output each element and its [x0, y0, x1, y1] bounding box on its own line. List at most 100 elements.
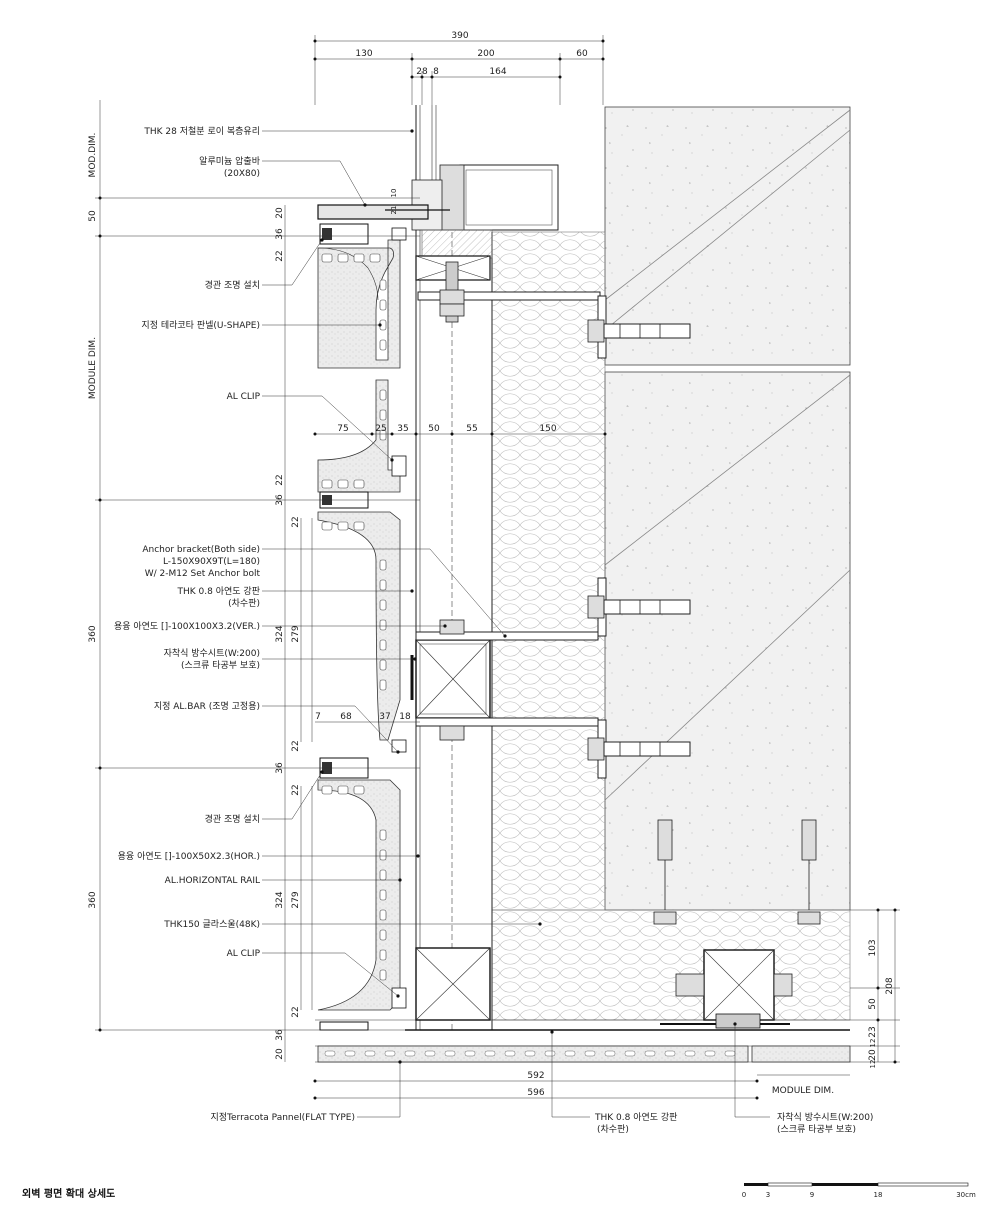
dimension-ticks	[98, 39, 897, 1100]
dim-i-279a: 279	[291, 625, 301, 642]
glazing-mullion	[317, 164, 601, 323]
scale-tick-30: 30cm	[956, 1191, 976, 1199]
dim-60: 60	[576, 49, 588, 59]
leader-dots	[320, 129, 737, 1064]
dim-r-20: 20	[868, 1049, 878, 1061]
concrete-structure	[604, 106, 851, 911]
dim-37: 37	[379, 712, 390, 722]
dim-8: 8	[433, 67, 439, 77]
label-light-2: 경관 조명 설치	[205, 813, 260, 825]
dim-130: 130	[355, 49, 372, 59]
label-ver-tube: 용융 아연도 []-100X100X3.2(VER.)	[114, 621, 260, 632]
steel-tubes	[410, 289, 821, 1029]
dim-i-324a: 324	[275, 625, 285, 642]
dim-596: 596	[527, 1088, 544, 1098]
scale-tick-3: 3	[766, 1191, 770, 1199]
dim-i-22e: 22	[291, 784, 301, 795]
top-dimensions: 390 130 200 60 28 8 164	[355, 31, 588, 77]
label-sheet-sub: (스크류 타공부 보호)	[181, 660, 260, 671]
dim-i-36d: 36	[275, 1029, 285, 1041]
dim-35: 35	[397, 424, 408, 434]
label-sheet: 자착식 방수시트(W:200)	[164, 648, 260, 659]
dim-150: 150	[539, 424, 556, 434]
dim-7: 7	[315, 712, 321, 722]
scale-tick-0: 0	[742, 1191, 746, 1199]
dim-i-20a: 20	[275, 207, 285, 219]
label-plate-sub: (차수판)	[228, 597, 260, 609]
scale-tick-18: 18	[874, 1191, 883, 1199]
dim-r-23: 23	[868, 1026, 878, 1037]
dim-left-50: 50	[88, 210, 98, 222]
label-plate: THK 0.8 아연도 강판	[177, 586, 260, 597]
dim-r-50: 50	[868, 998, 878, 1010]
label-al-clip-2: AL CLIP	[227, 949, 261, 959]
leader-lines	[262, 130, 770, 1118]
label-glass: THK 28 저철분 로이 복층유리	[143, 126, 260, 137]
dim-i-20b: 20	[275, 1048, 285, 1060]
dimension-lines	[95, 35, 900, 1099]
bottom-dimensions: 592 596 MODULE DIM.	[527, 1071, 834, 1098]
dim-r-103: 103	[868, 939, 878, 956]
dim-r-12b: 12	[869, 1060, 877, 1069]
scale-tick-9: 9	[810, 1191, 814, 1199]
glass-wool-insulation	[491, 231, 851, 1021]
label-rail: AL.HORIZONTAL RAIL	[165, 876, 260, 886]
bottom-module-dim: MODULE DIM.	[772, 1086, 834, 1096]
label-glass-wool: THK150 글라스울(48K)	[163, 919, 260, 930]
small-dimensions: 10 21	[390, 189, 398, 215]
dim-i-324b: 324	[275, 891, 285, 908]
dim-28: 28	[416, 67, 428, 77]
right-dimensions: 103 50 208 23 12 20 12	[868, 939, 895, 1068]
dim-55: 55	[466, 424, 477, 434]
drawing-title: 외벽 평면 확대 상세도	[22, 1187, 115, 1200]
dim-200: 200	[477, 49, 494, 59]
dim-i-22b: 22	[275, 474, 285, 485]
dim-i-36b: 36	[275, 494, 285, 506]
mid-dimensions: 75 25 35 50 55 150 7 68 37 18	[315, 424, 557, 722]
label-anchor-2: L-150X90X9T(L=180)	[163, 557, 260, 567]
label-bottom-plate-sub: (차수판)	[597, 1123, 629, 1135]
label-u-panel: 지정 테라코타 판넬(U-SHAPE)	[141, 319, 260, 331]
dim-25: 25	[375, 424, 386, 434]
dim-21: 21	[390, 206, 398, 215]
terracotta-u-panels	[317, 223, 851, 1063]
label-al-bar-light: 지정 AL.BAR (조명 고정용)	[154, 701, 260, 712]
dim-i-22f: 22	[291, 1006, 301, 1017]
mod-dim-label: MOD.DIM.	[88, 133, 98, 178]
dim-18: 18	[399, 712, 411, 722]
label-anchor-3: W/ 2-M12 Set Anchor bolt	[145, 569, 261, 579]
dim-592: 592	[527, 1071, 544, 1081]
dim-i-22d: 22	[291, 740, 301, 751]
dim-r-12a: 12	[869, 1039, 877, 1048]
left-labels: THK 28 저철분 로이 복층유리 알루미늄 압출바 (20X80) 경관 조…	[114, 126, 261, 959]
label-light-1: 경관 조명 설치	[205, 279, 260, 291]
dim-i-279b: 279	[291, 891, 301, 908]
label-al-bar-size: (20X80)	[224, 169, 260, 179]
dim-left-360b: 360	[88, 891, 98, 908]
bottom-labels: 지정Terracota Pannel(FLAT TYPE) THK 0.8 아연…	[210, 1112, 873, 1135]
dim-164: 164	[489, 67, 506, 77]
left-dimensions: MOD.DIM. 50 MODULE DIM. 360 360 20 36 22…	[88, 133, 301, 1060]
dim-i-22a: 22	[275, 250, 285, 261]
module-dim-label: MODULE DIM.	[88, 337, 98, 399]
label-flat-panel: 지정Terracota Pannel(FLAT TYPE)	[210, 1112, 355, 1123]
dim-50: 50	[428, 424, 440, 434]
dim-i-36c: 36	[275, 762, 285, 774]
label-bottom-plate: THK 0.8 아연도 강판	[594, 1112, 677, 1123]
label-bottom-sheet-sub: (스크류 타공부 보호)	[777, 1124, 856, 1135]
dim-10: 10	[390, 189, 398, 198]
label-hor-tube: 용융 아연도 []-100X50X2.3(HOR.)	[118, 851, 260, 862]
label-al-clip-1: AL CLIP	[227, 392, 261, 402]
label-anchor-1: Anchor bracket(Both side)	[142, 545, 260, 555]
label-bottom-sheet: 자착식 방수시트(W:200)	[777, 1112, 873, 1123]
dim-left-360a: 360	[88, 625, 98, 642]
dim-i-22c: 22	[291, 516, 301, 527]
dim-r-208: 208	[885, 977, 895, 994]
dim-68: 68	[340, 712, 352, 722]
dim-total: 390	[451, 31, 468, 41]
label-al-bar: 알루미늄 압출바	[199, 155, 261, 167]
dim-i-36a: 36	[275, 228, 285, 240]
dim-75: 75	[337, 424, 348, 434]
scale-bar: 0 3 9 18 30cm	[742, 1182, 976, 1199]
